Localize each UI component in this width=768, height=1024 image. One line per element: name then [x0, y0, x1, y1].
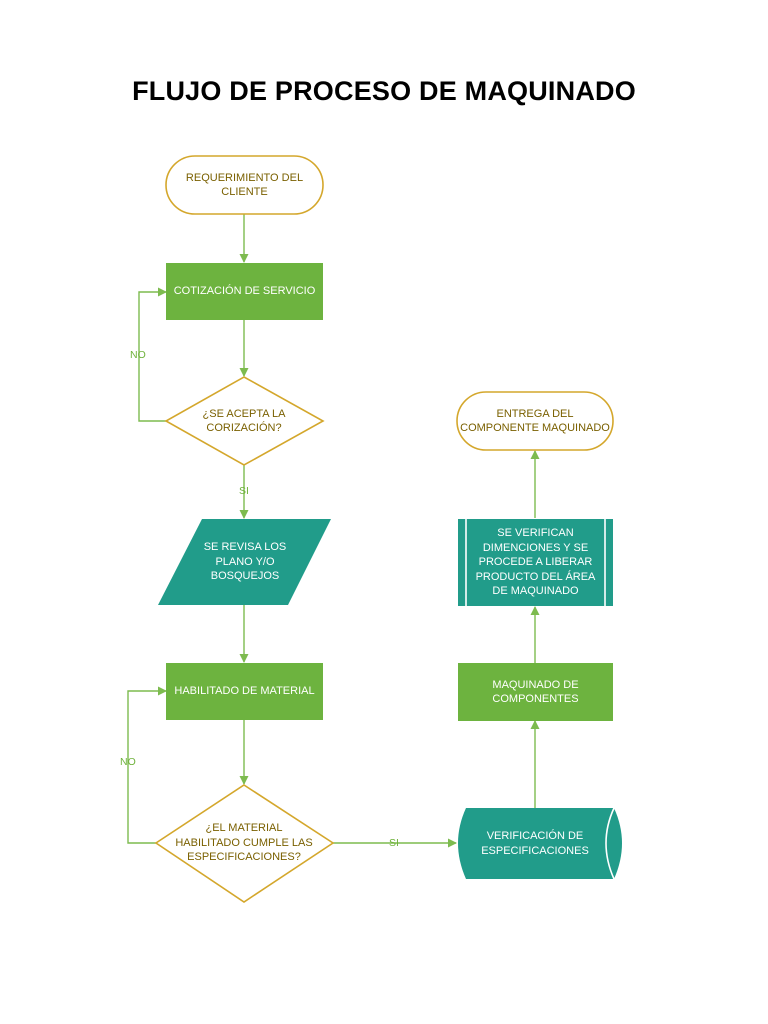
- edge-label-si-2: SI: [389, 837, 399, 849]
- process-maquinado: [458, 663, 613, 721]
- node-label-revisa: SE REVISA LOS PLANO Y/O BOSQUEJOS: [203, 541, 287, 583]
- node-label-verifican: SE VERIFICAN DIMENCIONES Y SE PROCEDE A …: [475, 527, 596, 598]
- process-habilitado: [166, 663, 323, 720]
- decision-acepta: [164, 376, 325, 466]
- predefined-process-verifican: [458, 519, 613, 606]
- node-label-entrega: ENTREGA DEL COMPONENTE MAQUINADO: [460, 407, 610, 435]
- edge-acepta-no-loop: [138, 287, 167, 422]
- terminator-entrega: [456, 391, 614, 451]
- process-cotizacion: [166, 263, 323, 320]
- node-label-habilitado: HABILITADO DE MATERIAL: [174, 685, 315, 698]
- node-label-acepta: ¿SE ACEPTA LA CORIZACIÓN?: [202, 407, 286, 435]
- terminator-requerimiento: [165, 155, 324, 215]
- storage-verificacion: [458, 807, 622, 880]
- node-label-maquinado: MAQUINADO DE COMPONENTES: [492, 678, 579, 706]
- node-label-requerimiento: REQUERIMIENTO DEL CLIENTE: [185, 171, 304, 199]
- node-label-cotizacion: COTIZACIÓN DE SERVICIO: [173, 285, 316, 298]
- decision-cumple: [154, 784, 335, 903]
- edge-cumple-no-loop: [127, 686, 167, 844]
- data-revisa: [158, 519, 331, 605]
- node-label-verificacion: VERIFICACIÓN DE ESPECIFICACIONES: [481, 830, 589, 857]
- node-label-cumple: ¿EL MATERIAL HABILITADO CUMPLE LAS ESPEC…: [175, 822, 313, 864]
- edge-label-no-2: NO: [120, 756, 136, 768]
- edge-label-no-1: NO: [130, 349, 146, 361]
- edge-label-si-1: SI: [239, 485, 249, 497]
- page-title: FLUJO DE PROCESO DE MAQUINADO: [132, 76, 636, 106]
